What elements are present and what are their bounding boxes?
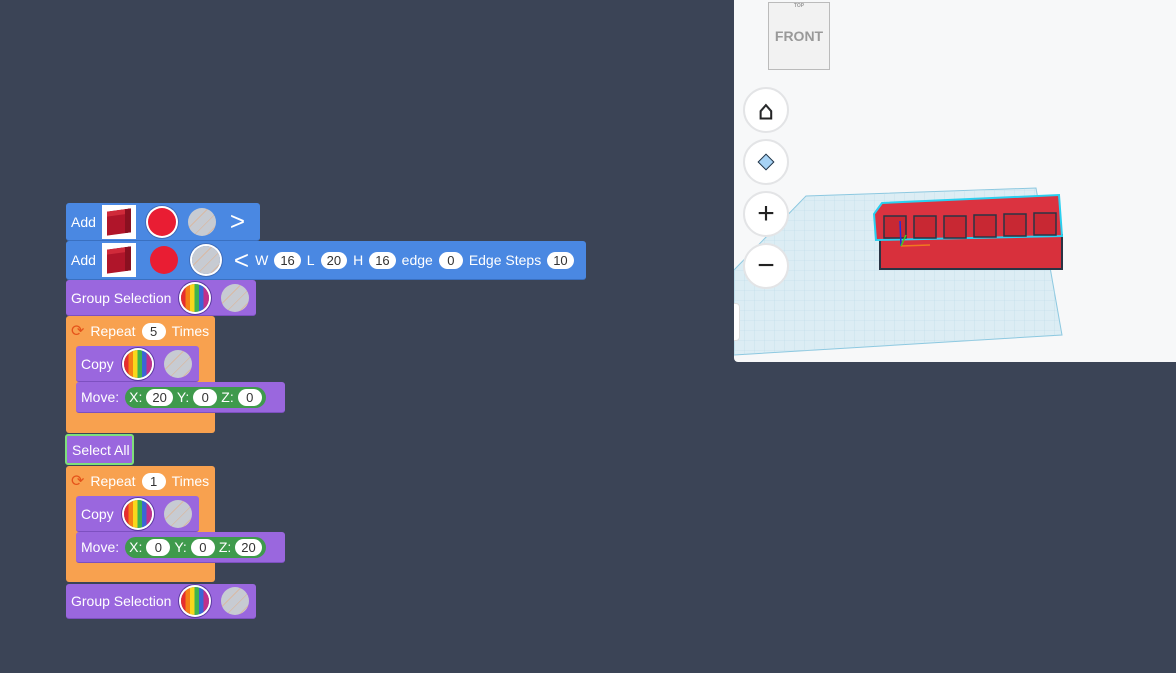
select-all-block[interactable]: Select All: [65, 434, 134, 465]
z-label: Z:: [221, 389, 234, 405]
block-label: Group Selection: [71, 593, 172, 609]
edge-steps-input[interactable]: 10: [547, 251, 574, 269]
block-label: Move:: [81, 389, 120, 405]
block-label: Group Selection: [71, 289, 172, 306]
minus-icon: −: [757, 249, 775, 282]
z-label: Z:: [218, 539, 232, 555]
hole-toggle[interactable]: [221, 283, 250, 312]
fit-to-view-icon: [757, 153, 775, 171]
edge-steps-label: Edge Steps: [468, 252, 542, 268]
move-x-input[interactable]: 0: [146, 538, 171, 556]
color-swatch[interactable]: [149, 246, 178, 274]
multicolor-swatch[interactable]: [181, 587, 210, 615]
expand-arrow-icon[interactable]: >: [229, 206, 246, 236]
multicolor-swatch[interactable]: [181, 283, 210, 312]
repeat-count-input[interactable]: 1: [141, 472, 166, 490]
block-label: Select All: [72, 441, 130, 458]
block-label: Repeat: [90, 473, 136, 489]
collapse-arrow-icon[interactable]: <: [233, 244, 250, 275]
box-shape-icon[interactable]: [101, 204, 136, 239]
group-selection-block[interactable]: Group Selection: [66, 280, 256, 316]
hole-toggle[interactable]: [191, 246, 220, 274]
block-label: Copy: [81, 355, 114, 372]
move-z-input[interactable]: 20: [235, 538, 262, 556]
times-label: Times: [171, 323, 210, 339]
width-input[interactable]: 16: [274, 251, 301, 269]
block-label: Move:: [81, 539, 120, 555]
move-block[interactable]: Move: X:0 Y:0 Z:20: [76, 532, 285, 563]
loop-icon: ⟳: [71, 473, 85, 490]
workplane-scene: plane: [734, 187, 1064, 356]
plus-icon: +: [757, 197, 775, 230]
move-y-input[interactable]: 0: [193, 388, 218, 406]
height-input[interactable]: 16: [369, 251, 396, 269]
group-selection-block[interactable]: Group Selection: [66, 584, 256, 619]
hole-toggle[interactable]: [187, 207, 216, 236]
block-label: Add: [71, 213, 96, 230]
loop-icon: ⟳: [71, 323, 85, 340]
repeat-count-input[interactable]: 5: [141, 322, 166, 340]
lower-shelf-row: [879, 234, 1063, 270]
3d-viewport[interactable]: plane TOP FRONT ⌂ + −: [734, 0, 1176, 362]
add-shape-block[interactable]: Add >: [66, 203, 260, 241]
hole-toggle[interactable]: [163, 499, 192, 528]
panel-resize-handle[interactable]: [734, 303, 740, 341]
box-shape-icon[interactable]: [101, 243, 136, 277]
move-block[interactable]: Move: X:20 Y:0 Z:0: [76, 382, 285, 413]
hole-toggle[interactable]: [163, 349, 192, 378]
x-label: X:: [129, 389, 143, 405]
edge-input[interactable]: 0: [438, 251, 463, 269]
color-swatch[interactable]: [147, 207, 176, 236]
y-label: Y:: [176, 389, 190, 405]
hole-toggle[interactable]: [221, 587, 250, 615]
times-label: Times: [171, 473, 210, 489]
h-label: H: [353, 252, 364, 268]
move-x-input[interactable]: 20: [146, 388, 173, 406]
x-label: X:: [129, 539, 143, 555]
copy-block[interactable]: Copy: [76, 496, 199, 532]
home-icon: ⌂: [758, 94, 775, 125]
zoom-in-button[interactable]: +: [743, 191, 789, 237]
edge-label: edge: [401, 252, 433, 268]
block-label: Copy: [81, 505, 114, 522]
multicolor-swatch[interactable]: [123, 349, 152, 378]
y-label: Y:: [174, 539, 187, 555]
l-label: L: [306, 252, 315, 268]
add-shape-block-expanded[interactable]: Add < W 16 L 20 H 16 edge 0 Edge Steps 1…: [66, 241, 586, 280]
block-label: Add: [71, 252, 96, 268]
move-z-input[interactable]: 0: [237, 388, 262, 406]
repeat-header: ⟳ Repeat 1 Times: [66, 466, 209, 496]
move-y-input[interactable]: 0: [190, 538, 215, 556]
view-cube-front: FRONT: [774, 28, 824, 44]
home-view-button[interactable]: ⌂: [743, 87, 789, 133]
repeat-header: ⟳ Repeat 5 Times: [66, 316, 209, 346]
multicolor-swatch[interactable]: [123, 499, 152, 528]
length-input[interactable]: 20: [320, 251, 348, 269]
view-cube-top: TOP: [793, 3, 805, 9]
copy-block[interactable]: Copy: [76, 346, 199, 382]
fit-view-button[interactable]: [743, 139, 789, 185]
w-label: W: [255, 252, 269, 268]
zoom-out-button[interactable]: −: [743, 243, 789, 289]
view-cube[interactable]: TOP FRONT: [768, 2, 830, 70]
block-label: Repeat: [90, 323, 136, 339]
